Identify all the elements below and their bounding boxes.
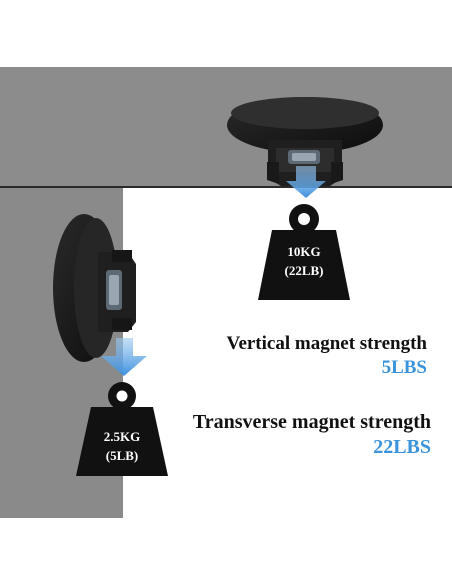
transverse-strength-title: Transverse magnet strength: [192, 411, 431, 433]
wall-arrow-icon: [101, 338, 147, 376]
ceiling-magnet: [227, 97, 383, 186]
weight-2-5kg-line2: (5LB): [105, 448, 139, 463]
weight-2-5kg-line1: 2.5KG: [103, 429, 141, 444]
ceiling-arrow-icon: [286, 166, 326, 198]
vertical-strength-value: 5LBS: [381, 357, 427, 378]
weight-10kg-label: 10KG (22LB): [268, 242, 340, 280]
weight-2-5kg-label: 2.5KG (5LB): [88, 427, 156, 465]
vertical-strength-title: Vertical magnet strength: [226, 333, 427, 354]
ceiling-edge-line: [0, 186, 452, 188]
weight-2-5kg-icon: [76, 382, 168, 476]
transverse-strength-value: 22LBS: [373, 436, 431, 458]
weight-10kg-line2: (22LB): [284, 263, 324, 278]
wall-magnet: [53, 214, 136, 362]
ceiling-magnet-top: [231, 97, 379, 129]
weight-10kg-line1: 10KG: [287, 244, 321, 259]
weight-10kg-icon: [258, 204, 350, 300]
